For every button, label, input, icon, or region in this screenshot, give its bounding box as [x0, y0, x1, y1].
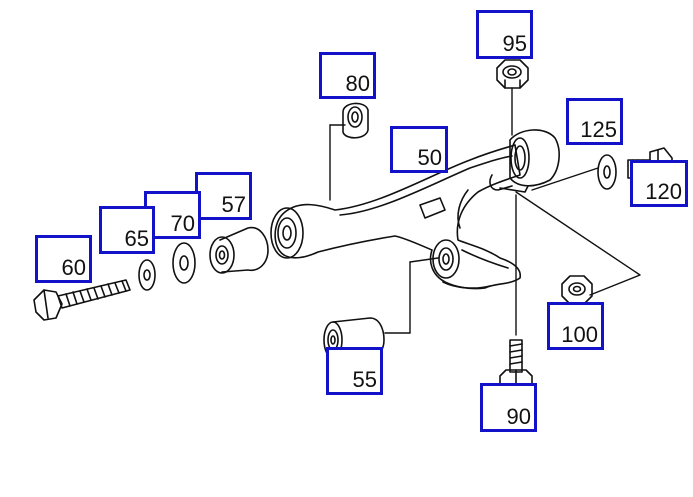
nut-part-80 [343, 103, 368, 137]
callout-label-70: 70 [170, 211, 195, 236]
control-arm-part-50 [271, 130, 559, 289]
callout-part-55[interactable]: 55 [326, 347, 383, 395]
callout-part-100[interactable]: 100 [547, 302, 604, 350]
callout-part-125[interactable]: 125 [566, 98, 623, 145]
callout-label-125: 125 [580, 117, 617, 142]
callout-part-120[interactable]: 120 [630, 160, 688, 207]
nut-part-95 [497, 60, 528, 88]
callout-part-65[interactable]: 65 [99, 206, 155, 254]
callout-part-57[interactable]: 57 [195, 172, 252, 220]
callout-part-60[interactable]: 60 [35, 235, 92, 283]
callout-part-80[interactable]: 80 [319, 52, 376, 99]
callout-label-55: 55 [352, 367, 377, 392]
bushing-part-57 [210, 228, 268, 273]
washer-part-65 [139, 260, 155, 290]
bolt-part-60 [34, 280, 130, 320]
callout-label-95: 95 [502, 31, 527, 56]
nut-part-100 [562, 276, 592, 304]
callout-label-100: 100 [561, 322, 598, 347]
washer-part-70 [173, 243, 195, 283]
callout-label-50: 50 [417, 145, 442, 170]
callout-label-60: 60 [61, 255, 86, 280]
callout-label-120: 120 [645, 179, 682, 204]
callout-part-95[interactable]: 95 [476, 10, 533, 59]
callout-label-57: 57 [221, 192, 246, 217]
callout-label-65: 65 [124, 226, 149, 251]
callout-part-50[interactable]: 50 [390, 126, 448, 173]
leader-lines [329, 87, 641, 336]
callout-part-90[interactable]: 90 [480, 383, 537, 432]
callout-label-80: 80 [345, 71, 370, 96]
washer-part-125 [598, 155, 616, 189]
callout-label-90: 90 [506, 404, 531, 429]
